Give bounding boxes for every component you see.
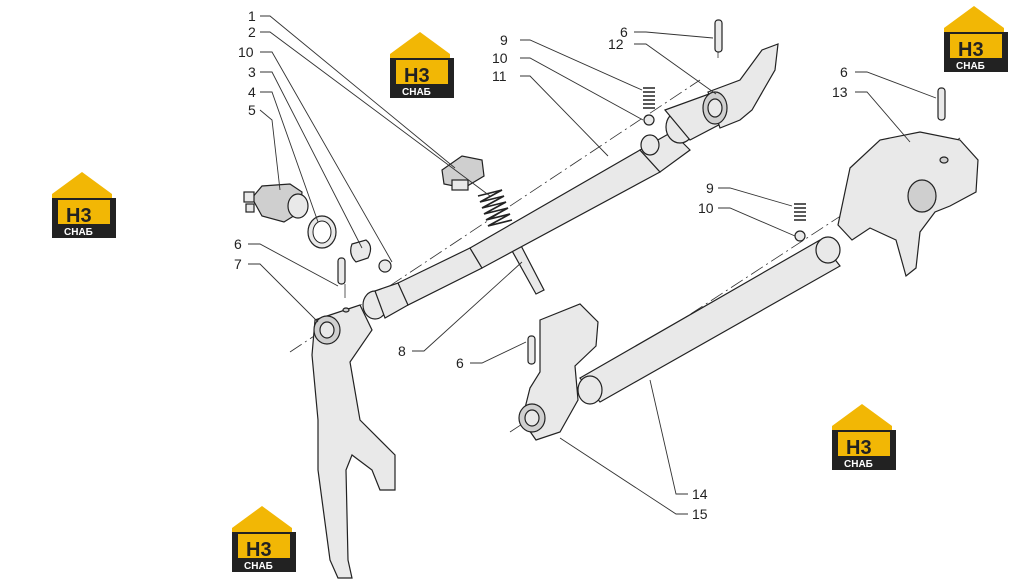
callout-2: 2 xyxy=(248,24,256,40)
callout-3: 3 xyxy=(248,64,256,80)
logo-name: CHAБ xyxy=(64,227,93,238)
left-shift-fork xyxy=(311,304,396,579)
callout-6-left: 6 xyxy=(234,236,242,252)
callout-6-right: 6 xyxy=(840,64,848,80)
callout-4: 4 xyxy=(248,84,256,100)
logo-watermark-3: H3 CHAБ xyxy=(52,172,116,238)
plunger-and-ball-left xyxy=(350,239,392,273)
logo-mark: H3 xyxy=(958,39,984,61)
detent-springs xyxy=(643,87,806,242)
callout-1: 1 xyxy=(248,8,256,24)
callout-10: 10 xyxy=(238,44,254,60)
shift-yoke-upper xyxy=(702,43,779,129)
lower-shift-rail xyxy=(577,236,841,405)
logo-name: CHAБ xyxy=(244,561,273,572)
callout-6-top: 6 xyxy=(620,24,628,40)
logo-mark: H3 xyxy=(404,65,430,87)
rail-end-left xyxy=(362,247,483,320)
callout-labels: 1 2 10 3 4 5 6 7 8 6 9 10 11 12 6 13 9 1… xyxy=(234,8,848,522)
callout-7: 7 xyxy=(234,256,242,272)
callout-13: 13 xyxy=(832,84,848,100)
callout-6-center: 6 xyxy=(456,355,464,371)
callout-9-top: 9 xyxy=(500,32,508,48)
logo-mark: H3 xyxy=(846,437,872,459)
callout-15: 15 xyxy=(692,506,708,522)
logo-name: CHAБ xyxy=(956,61,985,72)
logo-mark: H3 xyxy=(246,539,272,561)
roll-pins-top xyxy=(714,19,946,121)
callout-9-right: 9 xyxy=(706,180,714,196)
logo-name: CHAБ xyxy=(402,87,431,98)
callout-10-right: 10 xyxy=(698,200,714,216)
leader-lines xyxy=(248,15,937,515)
logo-watermark-2: H3 CHAБ xyxy=(944,6,1008,72)
right-shift-fork xyxy=(837,131,979,278)
callout-14: 14 xyxy=(692,486,708,502)
logo-name: CHAБ xyxy=(844,459,873,470)
logo-watermark-4: H3 CHAБ xyxy=(832,404,896,470)
roll-pin-left xyxy=(337,257,346,285)
logo-watermark-1: H3 CHAБ xyxy=(390,32,454,98)
neutral-switch xyxy=(243,183,337,249)
upper-shift-rail xyxy=(469,89,733,269)
logo-watermark-5: H3 CHAБ xyxy=(232,506,296,572)
callout-12: 12 xyxy=(608,36,624,52)
shift-yoke-lower xyxy=(518,303,599,441)
logo-mark: H3 xyxy=(66,205,92,227)
callout-11: 11 xyxy=(492,68,507,84)
callout-10-top: 10 xyxy=(492,50,508,66)
callout-5: 5 xyxy=(248,102,256,118)
callout-8: 8 xyxy=(398,343,406,359)
